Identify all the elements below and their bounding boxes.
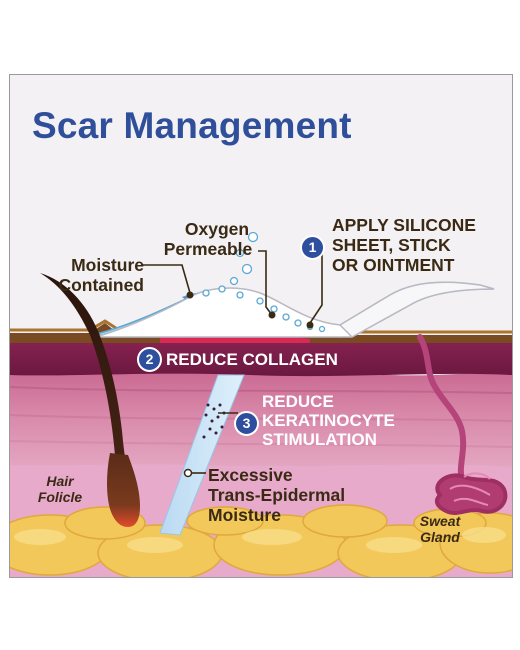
dermis-striation (10, 440, 512, 448)
sweat-gland-line-2: Gland (420, 529, 460, 545)
epidermis-surface (10, 323, 512, 343)
step-3-line-1: REDUCE (262, 392, 334, 411)
sweat-gland-label: Sweat Gland (412, 513, 468, 545)
oxygen-bubbles (202, 231, 326, 333)
hair-follicle-line-2: Folicle (37, 489, 83, 505)
step-3-line-3: STIMULATION (262, 430, 377, 449)
moisture-contained-label: Moisture Contained (34, 255, 144, 295)
oxygen-line-2: Permeable (163, 239, 253, 259)
leader-dots (183, 291, 314, 478)
sweat-gland-coil (434, 472, 508, 515)
oxygen-line-1: Oxygen (184, 219, 250, 239)
moisture-line-2: Contained (58, 275, 144, 295)
moisture-column (159, 374, 245, 536)
hair-follicle-label: Hair Folicle (32, 473, 88, 505)
step-1-line-3: OR OINTMENT (332, 255, 455, 275)
step-3-label: REDUCE KERATINOCYTE STIMULATION (262, 392, 395, 449)
moisture-loss-line-1: Excessive (208, 465, 293, 485)
leader-moisture-contained (142, 264, 191, 294)
dermis-upper-layer (10, 337, 512, 377)
leader-lines (142, 245, 323, 474)
sweat-duct (417, 334, 467, 482)
fat-highlights (14, 527, 506, 553)
page-title: Scar Management (32, 105, 352, 146)
diagram-frame: Scar Management 1 APPLY SILICONE SHEET, … (9, 74, 513, 578)
step-1-line-1: APPLY SILICONE (332, 215, 476, 235)
hair-follicle-bulb (107, 453, 140, 527)
keratinocyte-dots (202, 403, 226, 439)
step-2-label: REDUCE COLLAGEN (166, 350, 338, 369)
moisture-loss-line-3: Moisture (208, 505, 281, 525)
skin-illustration (10, 231, 512, 577)
silicone-sheet-tab (338, 281, 495, 338)
moisture-loss-label: Excessive Trans-Epidermal Moisture (208, 465, 345, 525)
step-1-label: APPLY SILICONE SHEET, STICK OR OINTMENT (332, 215, 476, 275)
step-2-badge: 2 (137, 347, 162, 372)
step-3-line-2: KERATINOCYTE (262, 411, 395, 430)
step-1-badge: 1 (300, 235, 325, 260)
step-3-badge: 3 (234, 411, 259, 436)
leader-step1 (309, 245, 323, 324)
hair-follicle-line-1: Hair (46, 473, 74, 489)
moisture-line-1: Moisture (71, 255, 144, 275)
sweat-gland-line-1: Sweat (419, 513, 461, 529)
moisture-loss-line-2: Trans-Epidermal (208, 485, 346, 505)
oxygen-permeable-label: Oxygen Permeable (158, 219, 258, 259)
step-1-line-2: SHEET, STICK (332, 235, 451, 255)
leader-oxygen-permeable (258, 250, 273, 316)
